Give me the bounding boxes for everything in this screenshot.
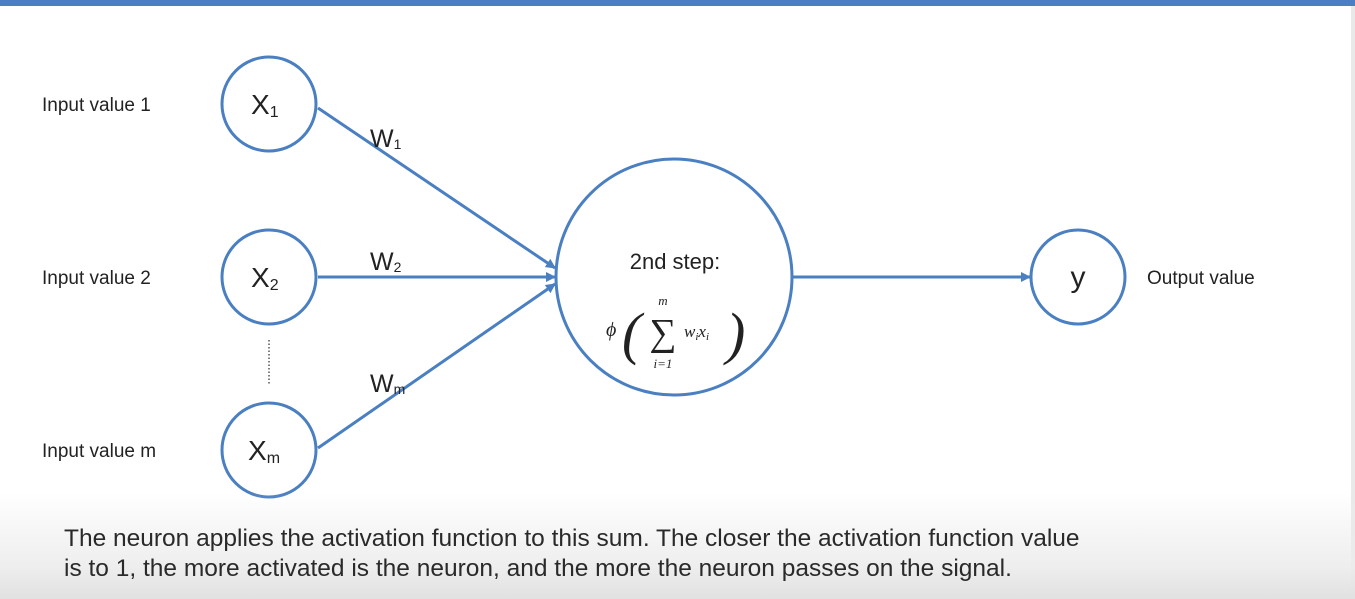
caption: The neuron applies the activation functi…: [64, 524, 1324, 584]
formula-term: wixi: [684, 322, 709, 343]
input-label-m: Input value m: [42, 441, 156, 462]
weight-label-2: W2: [370, 248, 402, 276]
neuron-step-label: 2nd step:: [630, 249, 721, 274]
output-label: Output value: [1147, 268, 1255, 289]
input-label-2: Input value 2: [42, 268, 151, 289]
caption-band: [0, 492, 1355, 599]
neuron-node: [554, 157, 794, 397]
input-node-m-label: Xm: [248, 435, 280, 467]
input-node-2: [220, 228, 318, 326]
formula-sum-symbol: ∑: [649, 312, 676, 354]
input-node-1-label: X1: [251, 89, 279, 121]
formula-phi: ϕ: [606, 319, 616, 341]
input-node-1: [220, 55, 318, 153]
output-node-label: y: [1071, 261, 1086, 294]
top-accent-bar: [0, 0, 1355, 6]
input-node-2-label: X2: [251, 262, 279, 294]
edge-xm-to-neuron: [317, 282, 556, 450]
weight-label-m: Wm: [370, 370, 405, 398]
right-edge-scrollbar: [1351, 6, 1355, 599]
formula-sum-upper: m: [658, 293, 667, 308]
formula-close-paren: ): [723, 301, 745, 366]
caption-line-2: is to 1, the more activated is the neuro…: [64, 555, 1012, 582]
edge-x1-to-neuron: [317, 106, 556, 270]
output-node: [1029, 228, 1127, 326]
formula-open-paren: (: [622, 301, 645, 366]
input-label-1: Input value 1: [42, 95, 151, 116]
caption-line-1: The neuron applies the activation functi…: [64, 525, 1080, 552]
formula-sum-lower: i=1: [654, 356, 673, 371]
weight-label-1: W1: [370, 125, 402, 153]
